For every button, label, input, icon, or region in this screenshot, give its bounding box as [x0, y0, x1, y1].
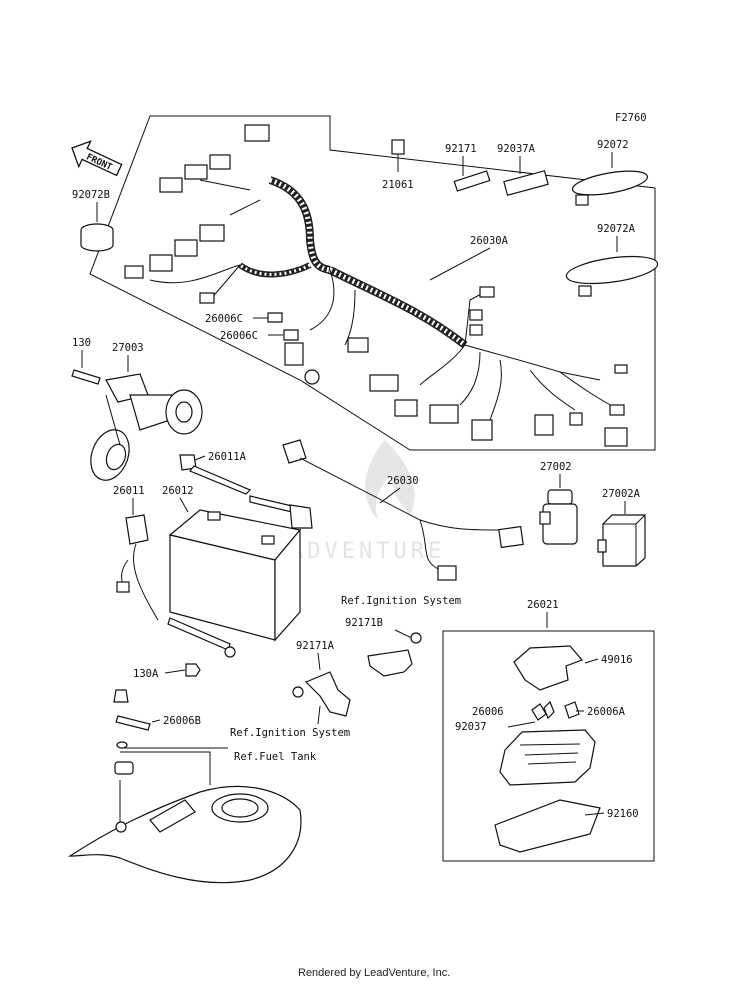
- label-92171A: 92171A: [296, 640, 335, 652]
- label-92171B: 92171B: [345, 617, 383, 629]
- part-92072: 92072: [571, 139, 649, 206]
- front-arrow-icon: FRONT: [71, 140, 123, 177]
- part-92171B: Ref.Ignition System 92171B: [341, 595, 461, 677]
- label-27002: 27002: [540, 461, 572, 473]
- label-26011: 26011: [113, 485, 145, 497]
- part-21061: 21061: [382, 139, 414, 191]
- footer-credit: Rendered by LeadVenture, Inc.: [298, 967, 450, 979]
- label-26006C-1: 26006C: [205, 313, 243, 325]
- label-130: 130: [72, 337, 91, 349]
- label-21061: 21061: [382, 179, 414, 191]
- label-49016: 49016: [601, 654, 633, 666]
- ref-fuel-tank: Ref.Fuel Tank: [234, 751, 317, 763]
- watermark-text: ADVENTURE: [290, 539, 445, 564]
- part-92037-fuel-tank: 26006B Ref.Fuel Tank: [67, 689, 317, 884]
- diagram-code: F2760: [615, 112, 647, 124]
- part-92072B: 92072B: [72, 189, 114, 252]
- ref-ignition-system-1: Ref.Ignition System: [341, 595, 461, 607]
- part-26021-fuse-box: 26021 49016 26006 26006A 92037 92160: [442, 599, 655, 862]
- label-92072B: 92072B: [72, 189, 110, 201]
- part-92171A: 92171A Ref.Ignition System: [230, 640, 351, 739]
- part-27002A: 27002A: [597, 488, 646, 567]
- label-92160: 92160: [607, 808, 639, 820]
- label-26006B: 26006: [472, 706, 504, 718]
- main-harness-drawing: [124, 124, 628, 447]
- part-130A: 130A: [133, 663, 201, 680]
- label-92072: 92072: [597, 139, 629, 151]
- part-26012-battery: 26011 26012: [113, 485, 302, 658]
- label-26012: 26012: [162, 485, 194, 497]
- label-26006A: 92037: [455, 721, 487, 733]
- label-92037: 26006B: [163, 715, 201, 727]
- label-92171: 92171: [445, 143, 477, 155]
- fuse-box-panel: [442, 630, 655, 862]
- label-26021: 26021: [527, 599, 559, 611]
- label-26030: 26030: [387, 475, 419, 487]
- part-92072A: 92072A: [565, 223, 659, 297]
- watermark-logo: ADVENTURE: [290, 440, 445, 564]
- label-26006C-2: 26006C: [220, 330, 258, 342]
- label-26011A: 26011A: [208, 451, 247, 463]
- part-26030: 26030: [282, 439, 524, 581]
- label-92072A: 92072A: [597, 223, 636, 235]
- part-26011A: 26011A: [179, 451, 313, 529]
- harness-panel: [89, 115, 656, 451]
- label-130A: 130A: [133, 668, 159, 680]
- label-27002A: 27002A: [602, 488, 641, 500]
- part-27002: 27002: [539, 461, 578, 545]
- ref-ignition-system-2: Ref.Ignition System: [230, 727, 350, 739]
- part-92037A: 92037A: [497, 143, 549, 196]
- part-27003-horn: 130 27003: [71, 337, 203, 481]
- part-26006C: 26006C 26006C: [205, 312, 299, 342]
- label-27003: 27003: [112, 342, 144, 354]
- label-26030A: 26030A: [470, 235, 509, 247]
- part-92171: 92171: [445, 143, 491, 192]
- label-26006: 26006A: [587, 706, 626, 718]
- label-92037A: 92037A: [497, 143, 536, 155]
